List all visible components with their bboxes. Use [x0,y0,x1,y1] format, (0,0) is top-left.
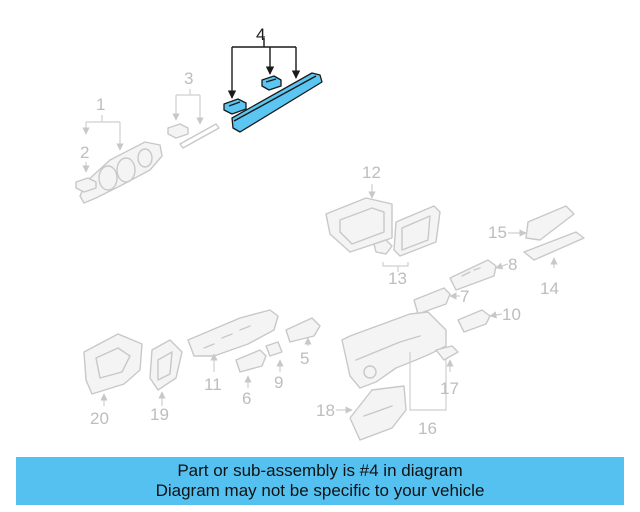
callout-18: 18 [316,401,335,420]
part-15[interactable]: 15 [488,205,575,242]
part-11[interactable]: 11 [187,309,279,394]
callout-7: 7 [460,287,469,306]
part-16[interactable]: 16 [341,311,447,438]
part-4-highlighted[interactable]: 4 [223,25,323,133]
parts-diagram: 4 1 2 3 12 [75,25,585,441]
part-7[interactable]: 7 [413,287,469,315]
part-18[interactable]: 18 [316,385,407,441]
part-10[interactable]: 10 [457,305,521,333]
part-20[interactable]: 20 [83,333,143,428]
callout-17: 17 [440,379,459,398]
callout-20: 20 [90,409,109,428]
clip-icon [261,75,282,91]
callout-8: 8 [508,255,517,274]
part-1[interactable]: 1 2 [75,95,163,204]
callout-9: 9 [274,373,283,392]
switch-icon [265,341,283,357]
part-19[interactable]: 19 [149,339,183,424]
part-5[interactable]: 5 [285,317,321,368]
callout-19: 19 [150,405,169,424]
lower-panel-icon [187,309,279,357]
clip-icon [223,98,247,115]
instrument-panel-icon [341,311,447,389]
glove-box-icon [349,385,407,441]
callout-3: 3 [184,69,193,88]
callout-6: 6 [242,389,251,408]
vent-panel-icon [523,231,585,261]
callout-4: 4 [256,25,265,44]
trim-strip-icon [231,72,323,133]
trim-strip-icon [179,123,220,149]
part-17[interactable]: 17 [435,345,459,398]
cluster-bezel-icon [79,141,163,204]
callout-16: 16 [418,419,437,438]
clip-icon [75,177,97,193]
cover-icon [235,349,267,373]
callout-10: 10 [502,305,521,324]
callout-2: 2 [80,143,89,162]
oval-bezel-icon [457,309,491,333]
callout-15: 15 [488,223,507,242]
callout-14: 14 [540,279,559,298]
part-9[interactable]: 9 [265,341,284,392]
end-panel-icon [83,333,143,395]
callout-1: 1 [96,95,105,114]
switch-panel-icon [449,259,497,291]
bezel-icon [413,287,451,315]
part-12[interactable]: 12 13 [325,163,441,288]
cover-icon [285,317,321,343]
part-8[interactable]: 8 [449,255,517,291]
clip-icon [373,239,393,255]
banner-line-2: Diagram may not be specific to your vehi… [155,481,485,500]
clip-icon [167,123,189,139]
part-3[interactable]: 3 [167,69,220,149]
banner-line-1: Part or sub-assembly is #4 in diagram [177,461,463,480]
callout-11: 11 [204,375,222,394]
center-bezel-icon [325,197,393,253]
callout-12: 12 [362,163,381,182]
part-14[interactable]: 14 [523,231,585,298]
info-banner: Part or sub-assembly is #4 in diagram Di… [16,457,624,505]
display-screen-icon [393,205,441,257]
bracket-icon [435,345,459,361]
side-cover-icon [149,339,183,391]
callout-5: 5 [300,349,309,368]
part-6[interactable]: 6 [235,349,267,408]
callout-13: 13 [388,269,407,288]
panel-icon [525,205,575,241]
